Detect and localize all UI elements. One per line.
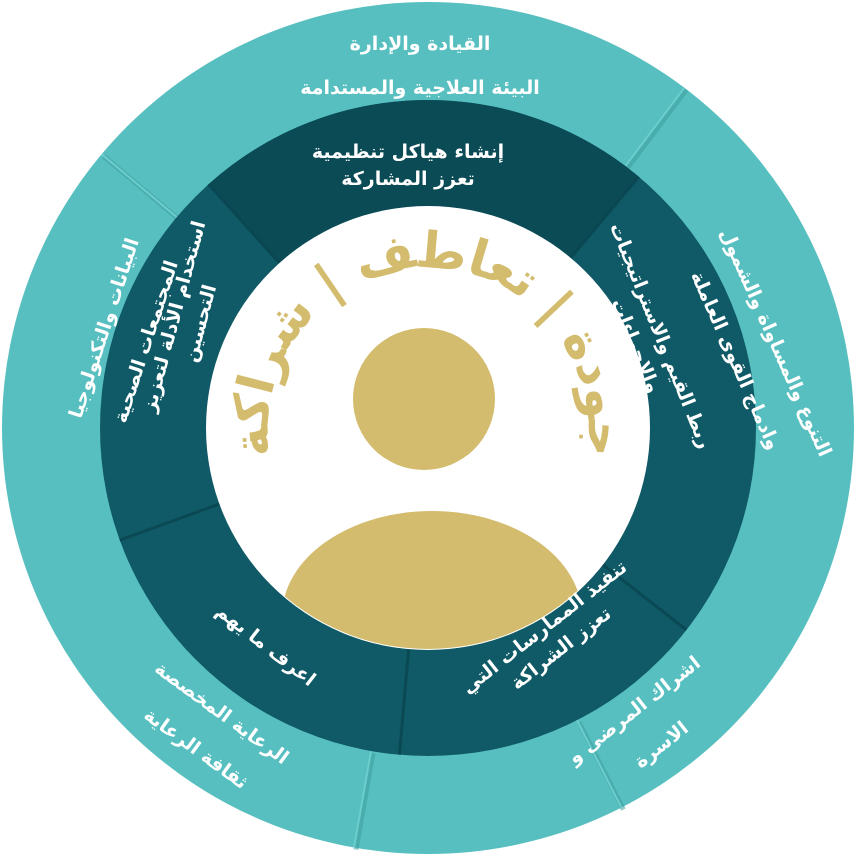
outer-divider-shadow	[625, 88, 689, 170]
outer-divider-line	[353, 750, 373, 848]
inner-divider-line	[207, 183, 281, 265]
outer-segment-line: البيئة العلاجية والمستدامة	[300, 77, 540, 99]
inner-ring-dividers	[119, 175, 688, 755]
inner-divider-line	[119, 502, 220, 542]
outer-divider-line	[624, 87, 686, 167]
avatar-shoulders	[282, 511, 582, 649]
inner-divider-line	[397, 649, 411, 755]
inner-segment-label: إنشاء هياكل تنظيمية تعزز المشاركة	[312, 141, 504, 190]
inner-top-segment	[208, 100, 639, 264]
outer-ring-dividers	[101, 87, 689, 850]
outer-divider-line	[576, 719, 623, 809]
person-avatar-icon	[282, 328, 582, 649]
outer-segment-label: القيادة والإدارة البيئة العلاجية والمستدا…	[300, 33, 540, 99]
inner-segment-line: إنشاء هياكل تنظيمية	[312, 141, 504, 163]
avatar-head	[353, 328, 495, 470]
inner-segment-line: تعزز المشاركة	[341, 168, 475, 190]
outer-divider-shadow	[353, 752, 376, 850]
outer-segment-line: القيادة والإدارة	[350, 33, 491, 55]
outer-divider-line	[101, 153, 178, 218]
inner-divider-line	[602, 563, 688, 632]
inner-divider-line	[569, 175, 640, 259]
